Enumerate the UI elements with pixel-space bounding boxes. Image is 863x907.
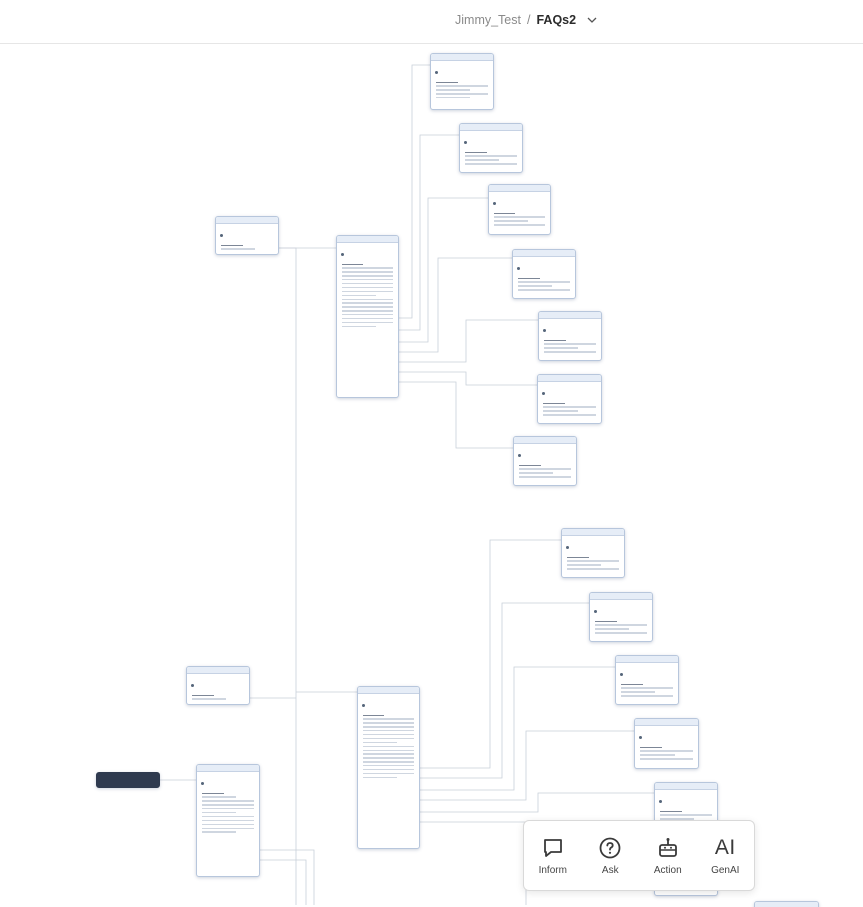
flow-node[interactable] (754, 901, 819, 907)
genai-button[interactable]: AI GenAI (699, 836, 751, 876)
breadcrumb-project[interactable]: Jimmy_Test (455, 13, 521, 27)
flow-node[interactable] (538, 311, 602, 361)
genai-label: GenAI (711, 864, 740, 876)
action-label: Action (653, 864, 682, 876)
inform-label: Inform (538, 864, 567, 876)
question-circle-icon (599, 837, 621, 858)
flow-node[interactable] (357, 686, 420, 849)
breadcrumb: Jimmy_Test / FAQs2 (455, 13, 598, 27)
flow-node[interactable] (336, 235, 399, 398)
flow-node[interactable] (561, 528, 625, 578)
breadcrumb-current-flow[interactable]: FAQs2 (536, 13, 577, 27)
inform-button[interactable]: Inform (527, 836, 579, 876)
flow-node[interactable] (512, 249, 576, 299)
flow-node[interactable] (589, 592, 653, 642)
flow-node[interactable] (488, 184, 551, 235)
flow-node[interactable] (537, 374, 602, 424)
ai-text-icon: AI (714, 835, 736, 859)
action-button[interactable]: Action (642, 836, 694, 876)
flow-node[interactable] (430, 53, 494, 110)
flow-node[interactable] (186, 666, 250, 705)
ask-label: Ask (601, 864, 619, 876)
top-bar: Jimmy_Test / FAQs2 (0, 0, 863, 44)
node-toolbar: Inform Ask Action AI GenAI (523, 820, 755, 891)
chevron-down-icon[interactable] (586, 14, 598, 26)
start-node[interactable] (96, 772, 160, 788)
flow-node[interactable] (196, 764, 260, 877)
message-square-icon (543, 838, 562, 857)
flow-node[interactable] (513, 436, 577, 486)
ask-button[interactable]: Ask (584, 836, 636, 876)
flow-node[interactable] (615, 655, 679, 705)
robot-icon (658, 837, 677, 857)
flow-node[interactable] (215, 216, 279, 255)
breadcrumb-separator: / (526, 13, 531, 27)
flow-node[interactable] (634, 718, 699, 769)
flow-node[interactable] (459, 123, 523, 173)
flow-canvas[interactable] (0, 44, 863, 907)
